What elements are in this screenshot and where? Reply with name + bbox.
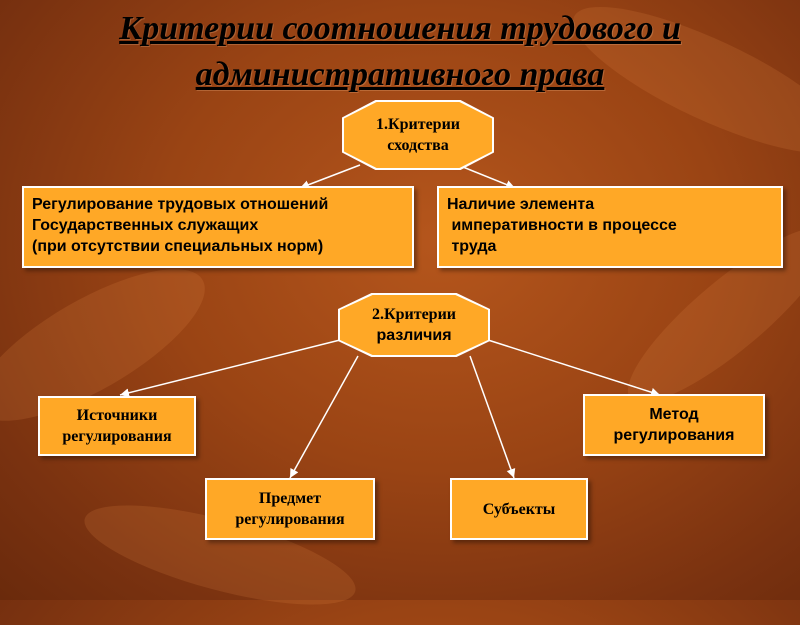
similarity-left-line-1: Регулирование трудовых отношений: [32, 196, 329, 213]
subject-line-1: Предмет: [258, 490, 322, 507]
subjects-line-1: Субъекты: [482, 500, 556, 518]
similarity-left-line-3: (при отсутствии специальных норм): [32, 238, 324, 255]
connector-sources: [119, 339, 341, 398]
subject-box: Предмет регулирования: [205, 478, 375, 540]
connector-similarity-right: [457, 164, 516, 189]
similarity-header-line-2: сходства: [387, 137, 449, 154]
title-line-1: Критерии соотношения трудового и: [119, 10, 681, 47]
connector-similarity-left: [299, 164, 361, 189]
difference-header: 2.Критерии различия: [340, 295, 488, 355]
similarity-header-line-1: 1.Критерии: [375, 116, 460, 133]
slide-title: Критерии соотношения трудового и админис…: [40, 6, 760, 98]
similarity-left-line-2: Государственных служащих: [32, 217, 259, 234]
difference-header-line-2: различия: [376, 327, 452, 344]
similarity-header: 1.Критерии сходства: [344, 102, 492, 168]
connector-subjects: [469, 355, 516, 479]
method-box: Метод регулирования: [583, 394, 765, 456]
similarity-left-box: Регулирование трудовых отношений Государ…: [22, 186, 414, 268]
subject-line-2: регулирования: [235, 511, 345, 528]
method-line-2: регулирования: [613, 427, 735, 444]
method-line-1: Метод: [649, 406, 699, 423]
similarity-right-box: Наличие элемента императивности в процес…: [437, 186, 783, 268]
similarity-right-line-2: императивности в процессе: [447, 217, 677, 234]
sources-line-1: Источники: [76, 407, 158, 424]
connector-subject: [289, 355, 359, 479]
title-line-2: административного права: [195, 56, 605, 93]
subjects-box: Субъекты: [450, 478, 588, 540]
similarity-right-line-3: труда: [447, 238, 497, 255]
similarity-right-line-1: Наличие элемента: [447, 196, 595, 213]
difference-header-line-1: 2.Критерии: [371, 306, 456, 323]
sources-line-2: регулирования: [62, 428, 172, 445]
connector-lines: [119, 164, 661, 479]
sources-box: Источники регулирования: [38, 396, 196, 456]
connector-method: [487, 339, 661, 397]
